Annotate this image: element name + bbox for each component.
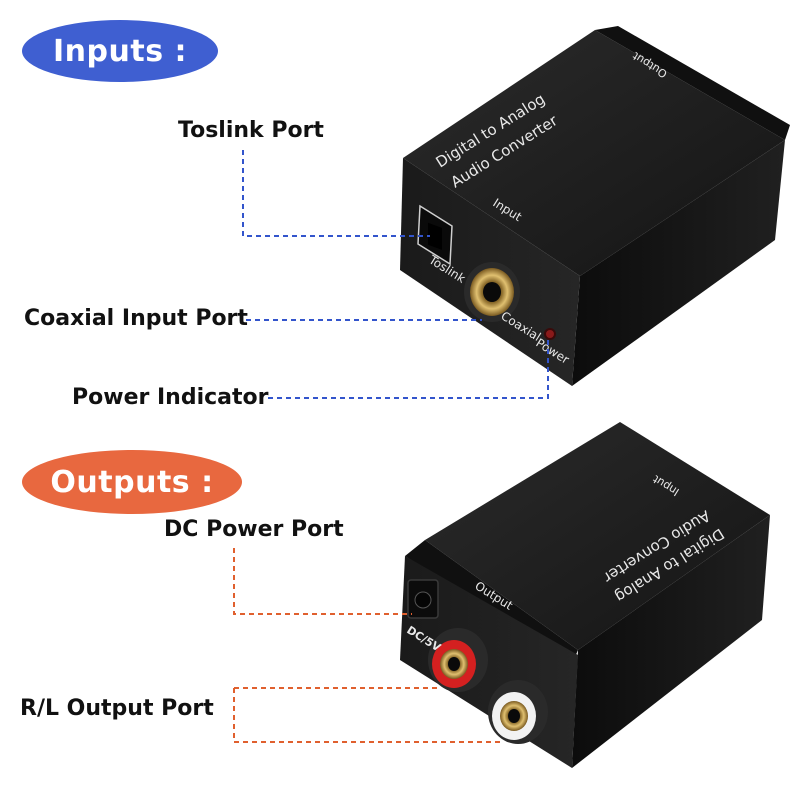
dc-leader-line — [233, 548, 412, 615]
coaxial-input-port-label: Coaxial Input Port — [24, 306, 248, 331]
toslink-leader-line — [242, 150, 430, 237]
rl-output-port-label: R/L Output Port — [20, 696, 214, 721]
outputs-heading-pill: Outputs : — [22, 450, 242, 514]
rl-leader-line — [233, 687, 500, 743]
input-callout-lines — [242, 150, 549, 399]
inputs-heading-pill: Inputs : — [22, 20, 218, 82]
power-led-graphic — [544, 328, 556, 340]
dc-power-port-label: DC Power Port — [164, 517, 344, 542]
output-callout-lines — [233, 548, 500, 743]
input-side-device — [400, 26, 790, 386]
right-output-jack-graphic — [428, 628, 488, 692]
dc-jack-graphic — [407, 579, 439, 619]
power-indicator-label: Power Indicator — [72, 385, 269, 410]
coaxial-jack-graphic — [464, 262, 520, 322]
outputs-heading: Outputs : — [50, 464, 214, 500]
inputs-heading: Inputs : — [53, 33, 187, 69]
toslink-port-label: Toslink Port — [178, 118, 324, 143]
output-side-device — [400, 422, 770, 768]
toslink-port-graphic — [417, 204, 453, 266]
power-leader-line — [268, 340, 549, 399]
left-output-jack-graphic — [488, 680, 548, 744]
